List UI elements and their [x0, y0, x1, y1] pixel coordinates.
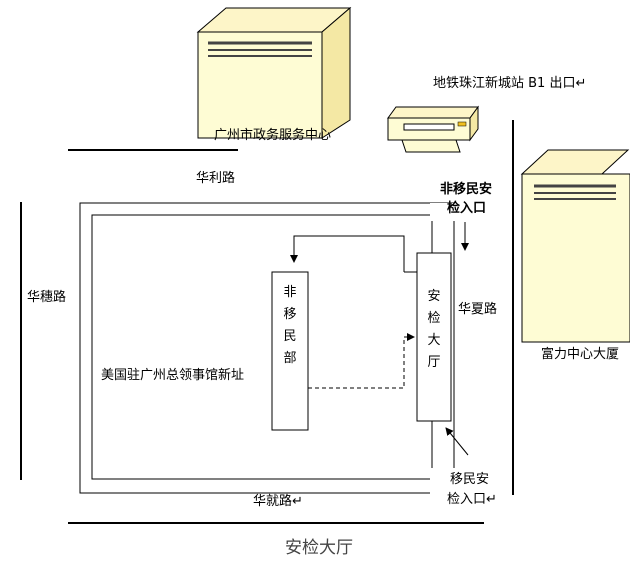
solid-route-arrow: [290, 235, 405, 272]
huajiu-road-label: 华就路↵: [253, 494, 303, 509]
gov-center-building-icon: [196, 6, 352, 139]
gov-center-label: 广州市政务服务中心: [214, 128, 332, 143]
consulate-inner-wall: [91, 214, 433, 480]
immigrant-entrance-label-1: 移民安: [450, 472, 490, 487]
dashed-route-arrow: [308, 333, 415, 389]
huaxia-road-label: 华夏路: [458, 302, 498, 317]
immigrant-entrance-label-2: 检入口↵: [447, 492, 497, 507]
consulate-outer-wall: [79, 202, 455, 494]
fuli-tower-label: 富力中心大厦: [541, 347, 620, 362]
metro-exit-label: 地铁珠江新城站 B1 出口↵: [433, 76, 587, 91]
security-hall-label: 安检大厅: [427, 289, 441, 370]
non-immigrant-dept-box: [271, 271, 309, 431]
consulate-name-label: 美国驻广州总领事馆新址: [101, 368, 245, 383]
security-hall-box: [416, 252, 452, 422]
non-immigrant-entrance-label-2: 检入口: [447, 201, 487, 216]
non-immigrant-entrance-label-1: 非移民安: [440, 182, 493, 197]
metro-exit-icon: [387, 105, 479, 153]
non-immigrant-dept-label: 非移民部: [283, 285, 297, 366]
huali-road-label: 华利路: [196, 171, 236, 186]
huasui-road-label: 华穗路: [27, 290, 67, 305]
fuli-tower-building-icon: [520, 149, 630, 343]
figure-caption: 安检大厅: [285, 538, 353, 558]
immigrant-entrance-arrow: [445, 427, 469, 456]
